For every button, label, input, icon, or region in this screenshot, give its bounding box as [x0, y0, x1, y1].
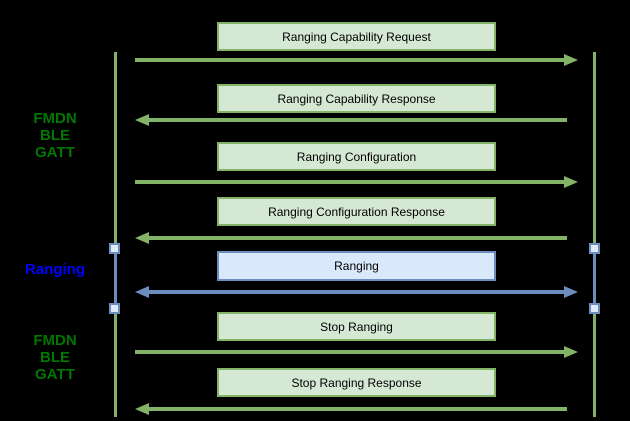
- message-box-stop-ranging: Stop Ranging: [217, 312, 496, 341]
- protocol-label-line: GATT: [35, 144, 75, 161]
- message-box-ranging-capability-response: Ranging Capability Response: [217, 84, 496, 113]
- message-label: Ranging Configuration: [296, 149, 417, 164]
- message-label: Ranging Capability Request: [282, 29, 431, 44]
- protocol-label-ranging: Ranging: [10, 261, 100, 278]
- arrow-left-ranging-configuration-response: [135, 232, 567, 244]
- message-box-ranging-capability-request: Ranging Capability Request: [217, 22, 496, 51]
- protocol-label-line: FMDN: [33, 332, 77, 349]
- protocol-label-line: GATT: [35, 366, 75, 383]
- protocol-label-line: Ranging: [25, 261, 85, 278]
- arrow-right-ranging-capability-request: [135, 54, 578, 66]
- message-label: Ranging Capability Response: [277, 91, 436, 106]
- lifeline-left: [114, 52, 117, 417]
- message-box-ranging-configuration: Ranging Configuration: [217, 142, 496, 171]
- arrow-right-stop-ranging: [135, 346, 578, 358]
- arrow-right-ranging-configuration: [135, 176, 578, 188]
- message-box-ranging: Ranging: [217, 251, 496, 281]
- message-box-ranging-configuration-response: Ranging Configuration Response: [217, 197, 496, 226]
- message-label: Ranging: [334, 259, 379, 273]
- arrow-left-ranging-capability-response: [135, 114, 567, 126]
- protocol-label-fmdn-ble-gatt-top: FMDN BLE GATT: [10, 110, 100, 161]
- activation-marker-right-bottom: [589, 303, 600, 314]
- lifeline-right-ranging-segment: [593, 250, 596, 306]
- arrow-left-stop-ranging-response: [135, 403, 567, 415]
- activation-marker-right-top: [589, 243, 600, 254]
- message-label: Stop Ranging: [320, 319, 393, 334]
- protocol-label-line: BLE: [40, 349, 70, 366]
- message-label: Stop Ranging Response: [291, 375, 422, 390]
- arrow-bidirectional-ranging: [135, 286, 578, 298]
- activation-marker-left-top: [109, 243, 120, 254]
- lifeline-left-ranging-segment: [114, 250, 117, 306]
- protocol-label-line: FMDN: [33, 110, 77, 127]
- message-label: Ranging Configuration Response: [268, 204, 445, 219]
- protocol-label-fmdn-ble-gatt-bottom: FMDN BLE GATT: [10, 332, 100, 383]
- message-box-stop-ranging-response: Stop Ranging Response: [217, 368, 496, 397]
- lifeline-right: [593, 52, 596, 417]
- activation-marker-left-bottom: [109, 303, 120, 314]
- protocol-label-line: BLE: [40, 127, 70, 144]
